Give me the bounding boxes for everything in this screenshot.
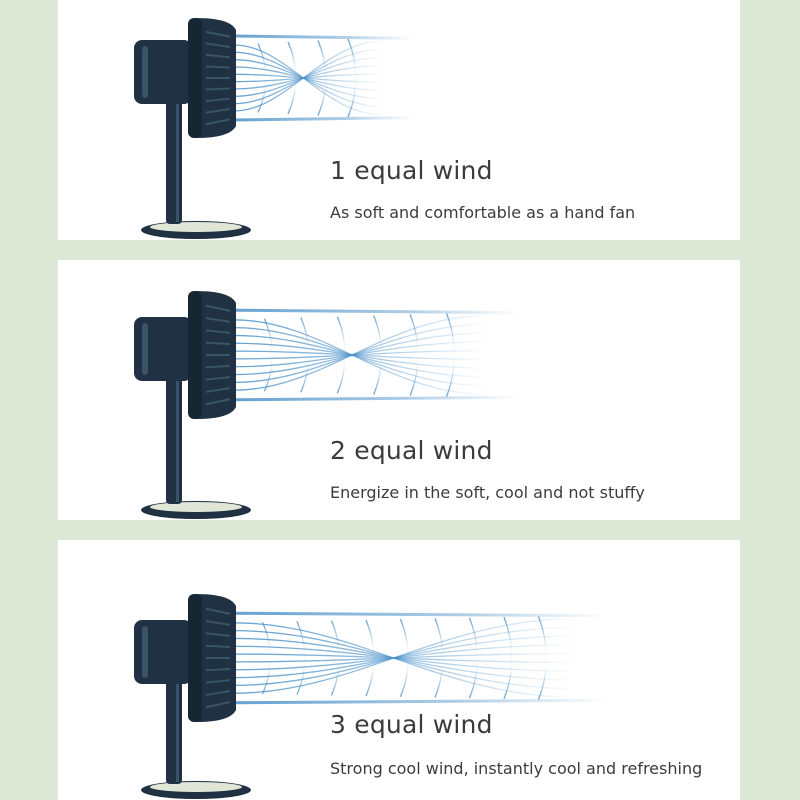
desk-fan-illustration (134, 594, 610, 799)
wind-level-2-panel: 2 equal wind Energize in the soft, cool … (58, 260, 740, 520)
wind-level-title: 1 equal wind (330, 156, 493, 185)
airflow-lines (233, 34, 415, 122)
wind-level-title: 3 equal wind (330, 710, 493, 739)
desk-fan-icon (134, 594, 251, 799)
wind-level-description: Energize in the soft, cool and not stuff… (330, 483, 645, 502)
wind-level-title: 2 equal wind (330, 436, 493, 465)
desk-fan-illustration (134, 18, 415, 239)
airflow-lines (233, 611, 610, 705)
airflow-lines (233, 308, 520, 402)
wind-level-1-panel: 1 equal wind As soft and comfortable as … (58, 0, 740, 240)
wind-level-3-panel: 3 equal wind Strong cool wind, instantly… (58, 540, 740, 800)
wind-level-description: As soft and comfortable as a hand fan (330, 203, 636, 222)
desk-fan-icon (134, 18, 251, 239)
wind-level-description: Strong cool wind, instantly cool and ref… (330, 759, 703, 778)
desk-fan-illustration (134, 291, 520, 519)
desk-fan-icon (134, 291, 251, 519)
